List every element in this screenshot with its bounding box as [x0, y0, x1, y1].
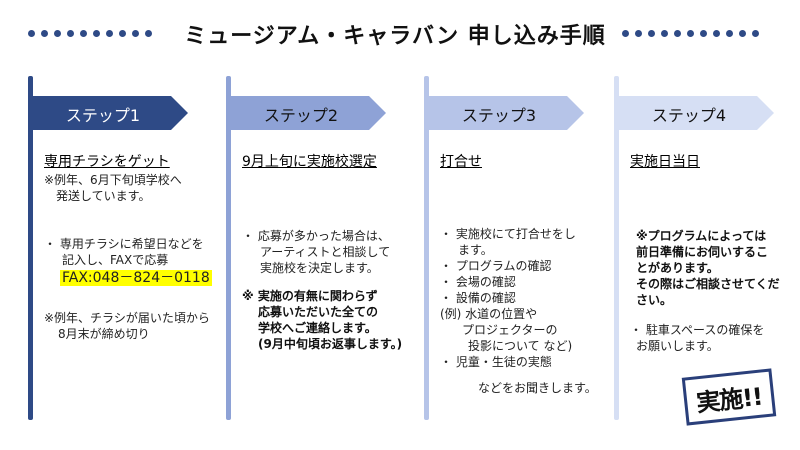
step2-note-line2: 応募いただいた全ての — [258, 305, 379, 319]
step3-label: ステップ3 — [461, 106, 537, 125]
title-row: ミュージアム・キャラバン 申し込み手順 — [0, 14, 800, 54]
step4-bullet-line2: お願いします。 — [636, 339, 719, 353]
step4-heading: 実施日当日 — [630, 154, 700, 170]
step3-arrow-shape — [429, 96, 584, 130]
step3-content: 打合せ ・ 実施校にて打合せをし ます。 ・ プログラムの確認 ・ 会場の確認 … — [440, 154, 610, 396]
step4-arrow-shape — [619, 96, 774, 130]
step3-line7: プロジェクターの — [462, 323, 558, 337]
decorative-dots-left — [28, 26, 168, 40]
step2-bullet-line3: 実施校を決定します。 — [260, 261, 379, 275]
step2-label: ステップ2 — [263, 106, 339, 125]
step1-deadline-line1: ※例年、チラシが届いた頃から — [44, 311, 210, 325]
step1-heading: 専用チラシをゲット — [44, 154, 170, 170]
step2-line — [226, 76, 231, 420]
step4-note-line2: 前日準備にお伺いするこ — [636, 245, 769, 259]
step2-bullet-line2: アーティストと相談して — [260, 245, 391, 259]
step1-line — [28, 76, 33, 420]
step1-arrow-shape — [33, 96, 188, 130]
step1-deadline-line2: 8月末が締め切り — [58, 327, 150, 341]
step3-line2: ます。 — [458, 243, 493, 257]
stamp-text: 実施!! — [695, 382, 764, 417]
page-title: ミュージアム・キャラバン 申し込み手順 — [184, 24, 606, 49]
step2-bullet-line1: ・ 応募が多かった場合は、 — [242, 229, 390, 243]
step1-content: 専用チラシをゲット ※例年、6月下旬頃学校へ 発送しています。 ・ 専用チラシに… — [44, 154, 224, 342]
step2-note-line4: (9月中旬頃お返事します。) — [258, 337, 403, 351]
step3-arrow: ステップ3 — [429, 96, 584, 130]
step3-line — [424, 76, 429, 420]
step2-arrow-shape — [231, 96, 386, 130]
step3-line1: ・ 実施校にて打合せをし — [440, 227, 576, 241]
step4-note-line4: その際はご相談させてくだ — [636, 277, 780, 291]
implementation-stamp: 実施!! — [681, 368, 777, 426]
step4-note-line3: とがあります。 — [636, 261, 719, 275]
step2-arrow: ステップ2 — [231, 96, 386, 130]
fax-number: FAX:048－824－0118 — [60, 270, 212, 286]
step3-line5: ・ 設備の確認 — [440, 291, 516, 305]
step1-bullet-line2: 記入し、FAXで応募 — [62, 253, 169, 267]
step2-content: 9月上旬に実施校選定 ・ 応募が多かった場合は、 アーティストと相談して 実施校… — [242, 154, 422, 352]
step3-heading: 打合せ — [440, 154, 482, 170]
step4-label: ステップ4 — [651, 106, 727, 125]
step2-heading: 9月上旬に実施校選定 — [242, 154, 377, 170]
step3-line3: ・ プログラムの確認 — [440, 259, 552, 273]
step2-note-line1: ※ 実施の有無に関わらず — [242, 289, 378, 303]
step3-line10: などをお聞きします。 — [478, 381, 597, 395]
step1-arrow: ステップ1 — [33, 96, 188, 130]
step1-note-line1: ※例年、6月下旬頃学校へ — [44, 173, 182, 187]
step2-note-line3: 学校へご連絡します。 — [258, 321, 377, 335]
step1-bullet-line1: ・ 専用チラシに希望日などを — [44, 237, 204, 251]
step4-note-line5: さい。 — [636, 293, 673, 307]
step3-line4: ・ 会場の確認 — [440, 275, 516, 289]
step1-label: ステップ1 — [65, 106, 141, 125]
step3-line6: (例) 水道の位置や — [440, 307, 538, 321]
step4-line — [614, 76, 619, 420]
step3-line8: 投影について など) — [468, 339, 573, 353]
decorative-dots-right — [622, 26, 772, 40]
step4-content: 実施日当日 ※プログラムによっては 前日準備にお伺いするこ とがあります。 その… — [630, 154, 790, 354]
step3-line9: ・ 児童・生徒の実態 — [440, 355, 552, 369]
step4-arrow: ステップ4 — [619, 96, 774, 130]
step4-note-line1: ※プログラムによっては — [636, 229, 767, 243]
step1-note-line2: 発送しています。 — [56, 189, 151, 203]
step4-bullet-line1: ・ 駐車スペースの確保を — [630, 323, 765, 337]
